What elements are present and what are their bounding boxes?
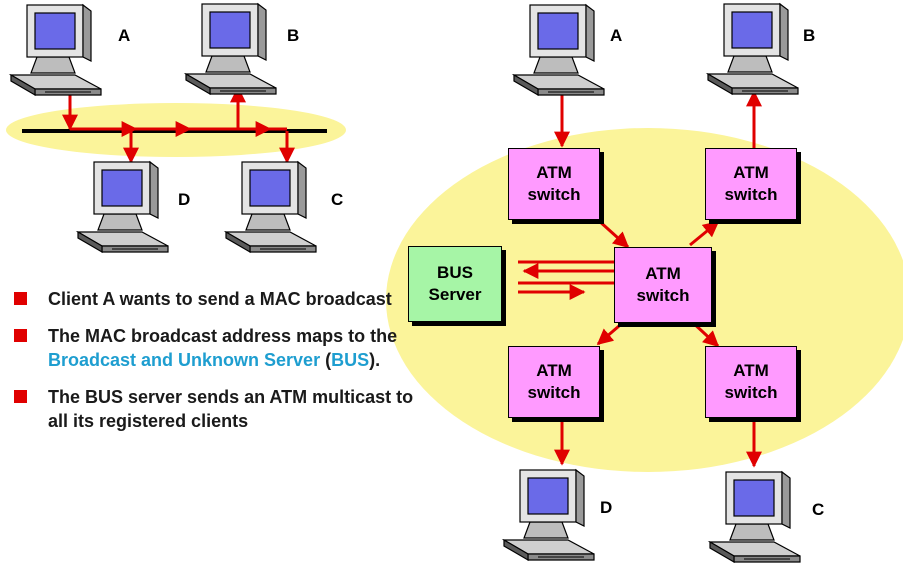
bullet-list: Client A wants to send a MAC broadcast T…	[14, 287, 424, 446]
switch-line2: switch	[724, 185, 778, 204]
atm-arrow-center-tr	[689, 220, 720, 247]
computer-lan-d	[77, 161, 169, 253]
atm-label-d: D	[600, 498, 613, 517]
bullet-text: The BUS server sends an ATM multicast to…	[48, 387, 414, 431]
atm-arrow-center-br	[688, 318, 720, 348]
bus-line1: BUS	[437, 263, 473, 282]
atm-label-a: A	[610, 26, 623, 45]
computer-lan-c	[225, 161, 317, 253]
bullet-square-icon	[14, 292, 27, 305]
desktop-computer-icon	[185, 3, 277, 95]
desktop-computer-icon	[709, 471, 801, 563]
desktop-computer-icon	[225, 161, 317, 253]
atm-switch-top-right: ATM switch	[705, 148, 797, 220]
bullet-square-icon	[14, 390, 27, 403]
desktop-computer-icon	[10, 4, 102, 96]
lan-label-a: A	[118, 26, 131, 45]
switch-line1: ATM	[536, 163, 572, 182]
computer-lan-b	[185, 3, 277, 95]
computer-atm-b	[707, 3, 799, 95]
atm-label-b: B	[803, 26, 816, 45]
bullet-text-pre: The MAC broadcast address maps to the	[48, 326, 398, 346]
atm-arrow-center-bl	[596, 318, 627, 346]
switch-line2: switch	[636, 286, 690, 305]
computer-atm-c	[709, 471, 801, 563]
bullet-text-post: ).	[369, 350, 381, 370]
desktop-computer-icon	[707, 3, 799, 95]
switch-line2: switch	[724, 383, 778, 402]
atm-switch-center: ATM switch	[614, 247, 712, 323]
bullet-highlight-bus-full: Broadcast and Unknown Server	[48, 350, 321, 370]
atm-switch-bottom-right: ATM switch	[705, 346, 797, 418]
desktop-computer-icon	[77, 161, 169, 253]
switch-line2: switch	[527, 383, 581, 402]
lan-label-d: D	[178, 190, 191, 209]
bullet-square-icon	[14, 329, 27, 342]
lan-label-c: C	[331, 190, 344, 209]
switch-line1: ATM	[733, 361, 769, 380]
bullet-text-mid: (	[320, 350, 332, 370]
bus-server-box: BUS Server	[408, 246, 502, 322]
switch-line1: ATM	[536, 361, 572, 380]
atm-arrow-tl-center	[596, 218, 630, 249]
desktop-computer-icon	[503, 469, 595, 561]
bullet-item: The BUS server sends an ATM multicast to…	[14, 385, 424, 433]
bullet-highlight-bus-abbr: BUS	[331, 350, 370, 370]
switch-line1: ATM	[645, 264, 681, 283]
computer-lan-a	[10, 4, 102, 96]
atm-label-c: C	[812, 500, 825, 519]
switch-line1: ATM	[733, 163, 769, 182]
atm-switch-top-left: ATM switch	[508, 148, 600, 220]
switch-line2: switch	[527, 185, 581, 204]
lan-label-b: B	[287, 26, 300, 45]
computer-atm-a	[513, 4, 605, 96]
bullet-item: Client A wants to send a MAC broadcast	[14, 287, 424, 311]
bus-line2: Server	[428, 285, 482, 304]
bullet-text: Client A wants to send a MAC broadcast	[48, 289, 392, 309]
desktop-computer-icon	[513, 4, 605, 96]
computer-atm-d	[503, 469, 595, 561]
bullet-item: The MAC broadcast address maps to the Br…	[14, 324, 424, 372]
atm-switch-bottom-left: ATM switch	[508, 346, 600, 418]
